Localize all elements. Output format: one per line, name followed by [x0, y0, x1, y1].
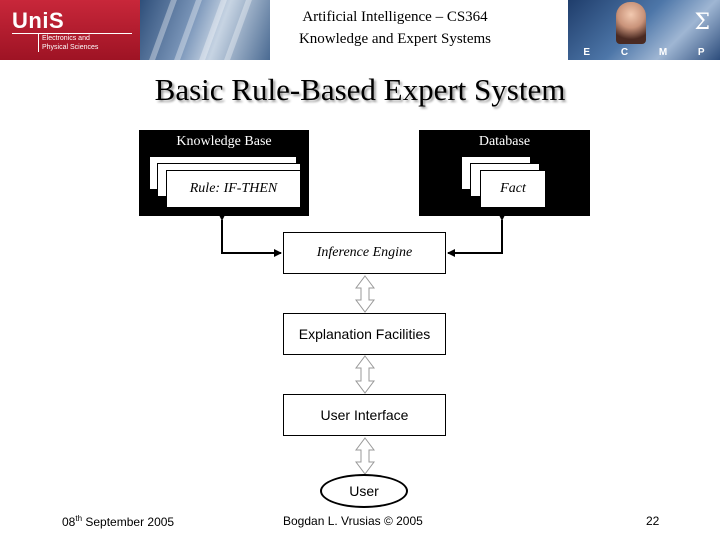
ecmp-letter-p: P [697, 47, 705, 58]
ecmp-banner: Σ E C M P [568, 0, 720, 60]
ecmp-letter-e: E [583, 47, 591, 58]
database-panel: Database Fact [419, 130, 590, 216]
course-title-line-1: Artificial Intelligence – CS364 [302, 9, 488, 25]
ecmp-letter-c: C [620, 47, 629, 58]
footer-date-rest: September 2005 [82, 515, 175, 529]
ui-user-arrow [355, 437, 375, 475]
person-photo [616, 2, 646, 44]
ecmp-letter-m: M [658, 47, 668, 58]
logo-subtitle: Electronics and Physical Sciences [38, 34, 134, 52]
footer-date: 08th September 2005 [62, 514, 174, 529]
slide-title: Basic Rule-Based Expert System [154, 72, 566, 107]
footer-author: Bogdan L. Vrusias © 2005 [283, 514, 423, 528]
fact-card-label: Fact [500, 181, 526, 196]
knowledge-base-label: Knowledge Base [176, 134, 272, 149]
logo-name: UniS [12, 8, 65, 33]
inference-engine-box: Inference Engine [283, 232, 446, 274]
explanation-ui-arrow [355, 355, 375, 394]
db-inference-connector [447, 213, 506, 257]
building-photo [140, 0, 270, 60]
knowledge-base-panel: Knowledge Base Rule: IF-THEN [139, 130, 309, 216]
footer-page-number: 22 [646, 514, 660, 528]
logo-subtitle-line-1: Electronics and [42, 35, 90, 42]
logo-subtitle-line-2: Physical Sciences [42, 44, 99, 51]
explanation-facilities-box: Explanation Facilities [283, 313, 446, 355]
rule-card-label: Rule: IF-THEN [189, 181, 278, 196]
logo-rule [12, 33, 132, 34]
user-interface-box: User Interface [283, 394, 446, 436]
unis-logo: UniS Electronics and Physical Sciences [0, 0, 140, 60]
user-ellipse: User [320, 474, 408, 508]
slide-header: UniS Electronics and Physical Sciences A… [0, 0, 720, 60]
database-label: Database [478, 134, 531, 149]
sigma-icon: Σ [694, 10, 710, 35]
footer-date-suffix: th [75, 514, 83, 523]
course-title-line-2: Knowledge and Expert Systems [298, 31, 492, 47]
rule-card: Rule: IF-THEN [166, 170, 301, 208]
inference-explanation-arrow [355, 275, 375, 313]
ecmp-letters: E C M P [568, 47, 720, 58]
fact-card: Fact [480, 170, 546, 208]
footer-date-day: 08 [62, 515, 76, 529]
kb-inference-connector [218, 213, 282, 257]
course-title: Artificial Intelligence – CS364 Knowledg… [270, 6, 520, 50]
